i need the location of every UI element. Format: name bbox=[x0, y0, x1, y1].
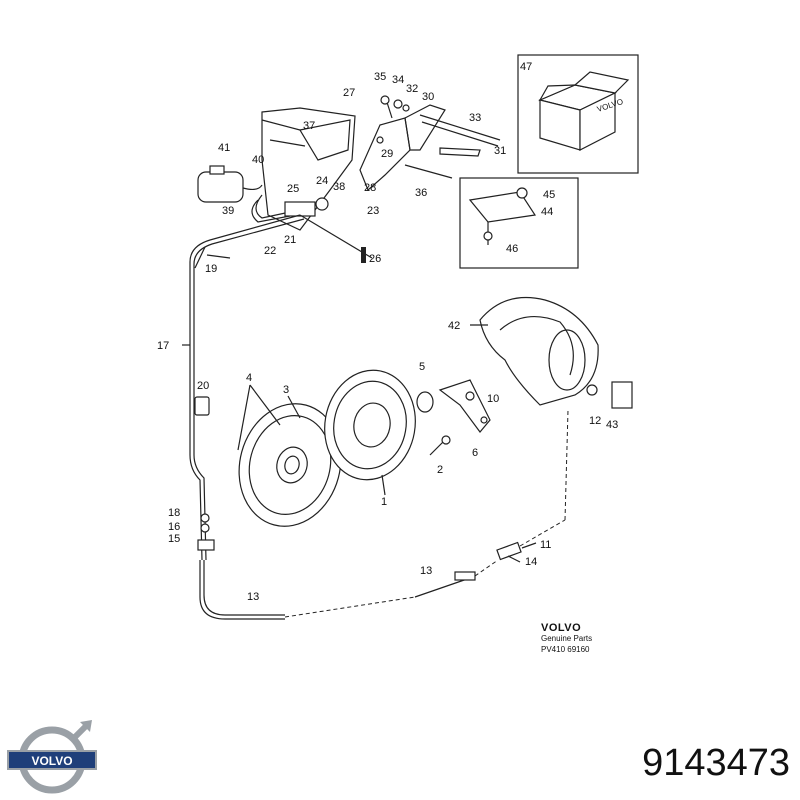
pedal-bracket-assembly bbox=[261, 95, 501, 231]
diagram-footer: VOLVO Genuine Parts PV410 69160 bbox=[541, 622, 592, 654]
callout-13-lower: 13 bbox=[247, 591, 259, 603]
callout-32: 32 bbox=[406, 83, 418, 95]
callout-46: 46 bbox=[506, 243, 518, 255]
callout-20: 20 bbox=[197, 380, 209, 392]
callout-40: 40 bbox=[252, 154, 264, 166]
callout-26: 26 bbox=[369, 253, 381, 265]
inset-frame-47 bbox=[517, 54, 639, 174]
clutch-fluid-reservoir bbox=[197, 165, 373, 263]
callout-25: 25 bbox=[287, 183, 299, 195]
callout-33: 33 bbox=[469, 112, 481, 124]
callout-16: 16 bbox=[168, 521, 180, 533]
callout-36: 36 bbox=[415, 187, 427, 199]
callout-22: 22 bbox=[264, 245, 276, 257]
callout-15: 15 bbox=[168, 533, 180, 545]
callout-43: 43 bbox=[606, 419, 618, 431]
callout-4: 4 bbox=[246, 372, 252, 384]
callout-19: 19 bbox=[205, 263, 217, 275]
callout-21: 21 bbox=[284, 234, 296, 246]
callout-28: 28 bbox=[364, 182, 376, 194]
package-box-illustration: VOLVO bbox=[538, 71, 630, 151]
callout-44: 44 bbox=[541, 206, 553, 218]
fluid-line-17 bbox=[189, 214, 301, 561]
clamp-20 bbox=[194, 396, 210, 416]
callout-11: 11 bbox=[540, 539, 551, 551]
callout-47: 47 bbox=[520, 61, 532, 73]
leader-lines bbox=[182, 246, 537, 563]
callout-42: 42 bbox=[448, 320, 460, 332]
callout-24: 24 bbox=[316, 175, 328, 187]
logo-brand-text: VOLVO bbox=[31, 754, 72, 768]
footer-subtitle: Genuine Parts bbox=[541, 634, 592, 643]
callout-34: 34 bbox=[392, 74, 404, 86]
callout-38: 38 bbox=[333, 181, 345, 193]
callout-5: 5 bbox=[419, 361, 425, 373]
part-number: 9143473 bbox=[642, 742, 790, 784]
callout-37: 37 bbox=[303, 120, 315, 132]
callout-13-upper: 13 bbox=[420, 565, 432, 577]
inset-frame-44-46 bbox=[459, 177, 579, 269]
callout-3: 3 bbox=[283, 384, 289, 396]
hose-13 bbox=[203, 560, 285, 616]
bracket-detail bbox=[468, 187, 537, 245]
callout-45: 45 bbox=[543, 189, 555, 201]
callout-35: 35 bbox=[374, 71, 386, 83]
callout-39: 39 bbox=[222, 205, 234, 217]
callout-27: 27 bbox=[343, 87, 355, 99]
callout-41: 41 bbox=[218, 142, 230, 154]
bearing-and-fork bbox=[416, 379, 491, 456]
callout-14: 14 bbox=[525, 556, 537, 568]
callout-29: 29 bbox=[381, 148, 393, 160]
callout-6: 6 bbox=[472, 447, 478, 459]
callout-23: 23 bbox=[367, 205, 379, 217]
callout-2: 2 bbox=[437, 464, 443, 476]
callout-12: 12 bbox=[589, 415, 601, 427]
footer-brand: VOLVO bbox=[541, 622, 581, 634]
pressure-plate bbox=[324, 369, 416, 481]
callout-10: 10 bbox=[487, 393, 499, 405]
callout-1: 1 bbox=[381, 496, 387, 508]
footer-code: PV410 69160 bbox=[541, 645, 590, 654]
volvo-logo: VOLVO bbox=[7, 720, 97, 794]
clutch-disc bbox=[238, 403, 342, 527]
callout-labels: 47 35 34 32 27 30 33 37 31 41 40 29 24 2… bbox=[157, 61, 618, 603]
callout-31: 31 bbox=[494, 145, 506, 157]
bellhousing bbox=[479, 296, 633, 409]
callout-30: 30 bbox=[422, 91, 434, 103]
callout-17: 17 bbox=[157, 340, 169, 352]
callout-18: 18 bbox=[168, 507, 180, 519]
